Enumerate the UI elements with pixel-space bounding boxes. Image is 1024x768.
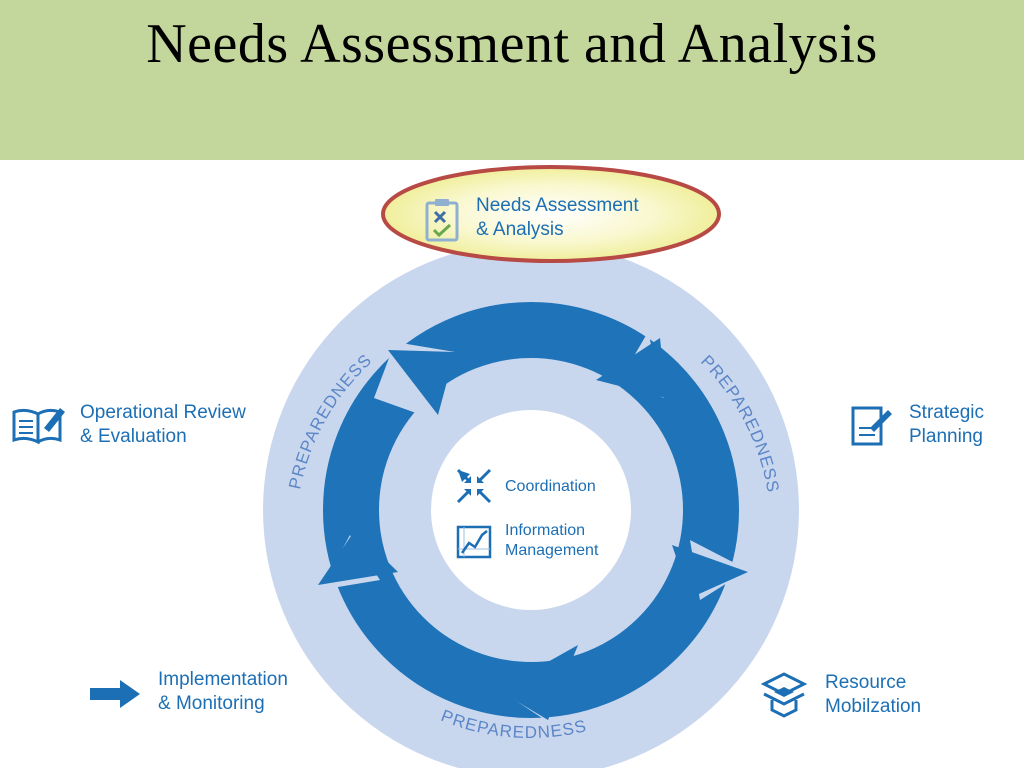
document-pen-icon	[850, 404, 894, 453]
center-circle	[431, 410, 631, 610]
center-information-management: Information Management	[505, 521, 598, 561]
title-banner: Needs Assessment and Analysis	[0, 0, 1024, 160]
stage-label-line1: Strategic	[909, 402, 984, 423]
stage-needs-assessment: Needs Assessment & Analysis	[476, 194, 639, 242]
open-book-pen-icon	[12, 406, 66, 449]
center-label-line2: Management	[505, 542, 599, 559]
center-coordination: Coordination	[505, 477, 596, 497]
page-title: Needs Assessment and Analysis	[146, 13, 878, 75]
stage-label-line2: Mobilzation	[825, 696, 922, 717]
stage-label-line2: & Monitoring	[158, 693, 265, 714]
stage-label-line1: Operational Review	[80, 402, 246, 423]
cycle-arrowheads	[318, 332, 748, 720]
stage-label-line1: Needs Assessment	[476, 195, 639, 216]
center-label-line1: Information	[505, 522, 586, 539]
right-arrow-icon	[90, 679, 142, 714]
center-label-line1: Coordination	[505, 478, 596, 495]
stage-implementation-monitoring: Implementation & Monitoring	[158, 668, 288, 716]
highlight-ellipse	[381, 165, 721, 263]
stage-resource-mobilization: Resource Mobilzation	[825, 671, 921, 719]
stage-label-line1: Resource	[825, 672, 907, 693]
stacked-box-icon	[760, 670, 808, 723]
line-chart-icon	[456, 525, 492, 564]
clipboard-checklist-icon	[424, 198, 460, 247]
stage-label-line1: Implementation	[158, 669, 288, 690]
stage-strategic-planning: Strategic Planning	[909, 401, 984, 449]
stage-label-line2: Planning	[909, 426, 983, 447]
stage-operational-review: Operational Review & Evaluation	[80, 401, 246, 449]
converging-arrows-icon	[456, 468, 492, 509]
stage-label-line2: & Analysis	[476, 219, 564, 240]
stage-label-line2: & Evaluation	[80, 426, 187, 447]
